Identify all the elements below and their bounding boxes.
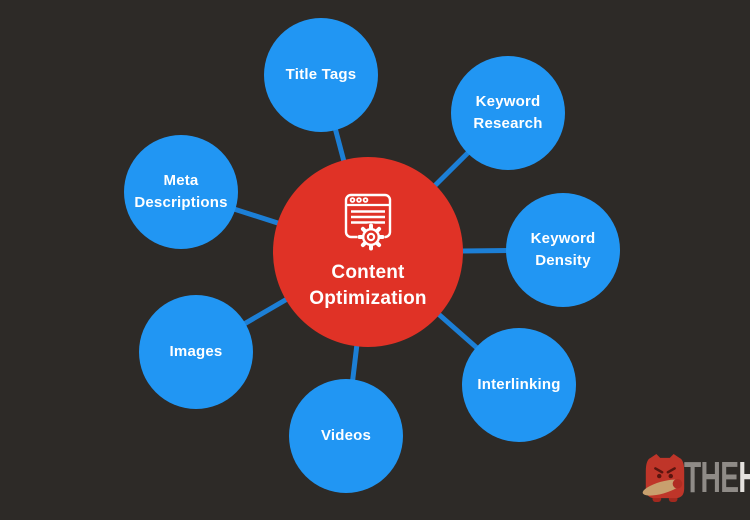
logo-text-h: H	[738, 453, 750, 502]
node-label: Images	[169, 343, 223, 361]
hoth-monster-icon	[642, 454, 685, 502]
node-label: Title Tags	[285, 66, 357, 84]
node-interlinking: Interlinking	[462, 328, 576, 442]
center-node: Content Optimization	[273, 157, 463, 347]
node-label: Keyword Density	[530, 230, 596, 269]
logo-text-the: THE	[684, 453, 739, 502]
node-videos: Videos	[289, 379, 403, 493]
logo-text: THEH	[684, 456, 750, 500]
node-keyword-density: Keyword Density	[506, 193, 620, 307]
node-title-tags: Title Tags	[264, 18, 378, 132]
node-label: Meta Descriptions	[134, 172, 228, 211]
node-keyword-research: Keyword Research	[451, 56, 565, 170]
center-label: Content Optimization	[309, 261, 427, 309]
node-meta-descriptions: Meta Descriptions	[124, 135, 238, 249]
node-label: Interlinking	[477, 376, 561, 394]
node-label: Keyword Research	[473, 93, 543, 132]
node-label: Videos	[320, 427, 372, 445]
node-images: Images	[139, 295, 253, 409]
browser-gear-icon	[344, 193, 392, 251]
